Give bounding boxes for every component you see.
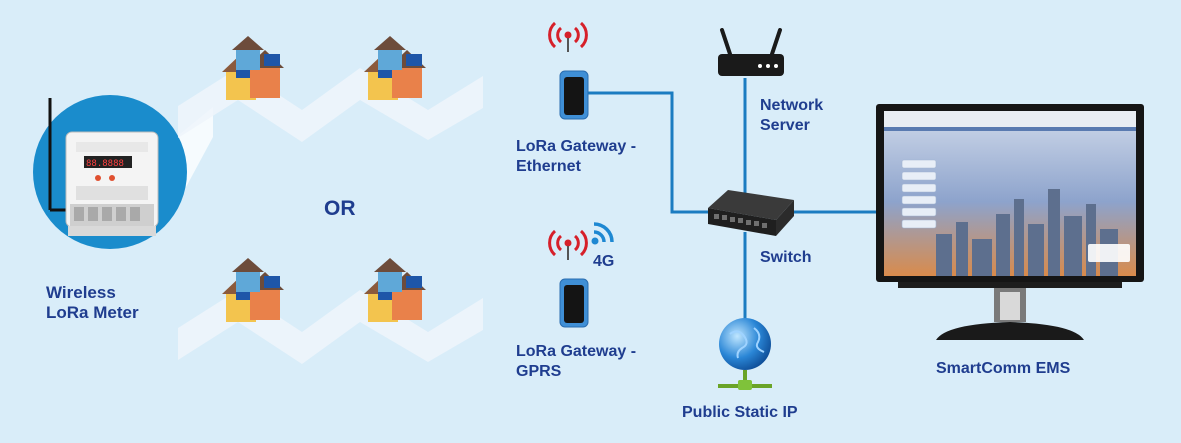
house-icon — [364, 36, 426, 100]
monitor-icon — [876, 104, 1144, 340]
gateway-ethernet-label: LoRa Gateway - Ethernet — [516, 138, 637, 175]
gateway-device-icon — [559, 278, 589, 328]
gateway-gprs-label: LoRa Gateway - GPRS — [516, 343, 637, 380]
gateway-device-icon — [559, 70, 589, 120]
ems-label: SmartComm EMS — [936, 360, 1071, 377]
house-icon — [222, 36, 284, 100]
lora-meter-icon: 88.8888 — [33, 95, 213, 249]
globe-icon — [718, 318, 772, 390]
meter-label: Wireless LoRa Meter — [46, 283, 139, 322]
house-icon — [222, 258, 284, 322]
public-ip-label: Public Static IP — [682, 404, 798, 421]
ethernet-gateway-link — [588, 91, 712, 214]
wireless-signal-icon — [548, 229, 588, 260]
svg-text:88.8888: 88.8888 — [86, 159, 124, 169]
house-icon — [364, 258, 426, 322]
router-icon — [718, 28, 784, 76]
wifi-signal-icon — [591, 222, 614, 245]
network-4g-label: 4G — [593, 253, 615, 270]
or-label: OR — [324, 197, 356, 220]
houses-top — [178, 36, 483, 142]
switch-label: Switch — [760, 249, 812, 266]
wireless-signal-icon — [548, 21, 588, 52]
network-server-label: Network Server — [760, 97, 824, 134]
switch-icon — [708, 190, 794, 236]
houses-bottom — [178, 258, 483, 364]
